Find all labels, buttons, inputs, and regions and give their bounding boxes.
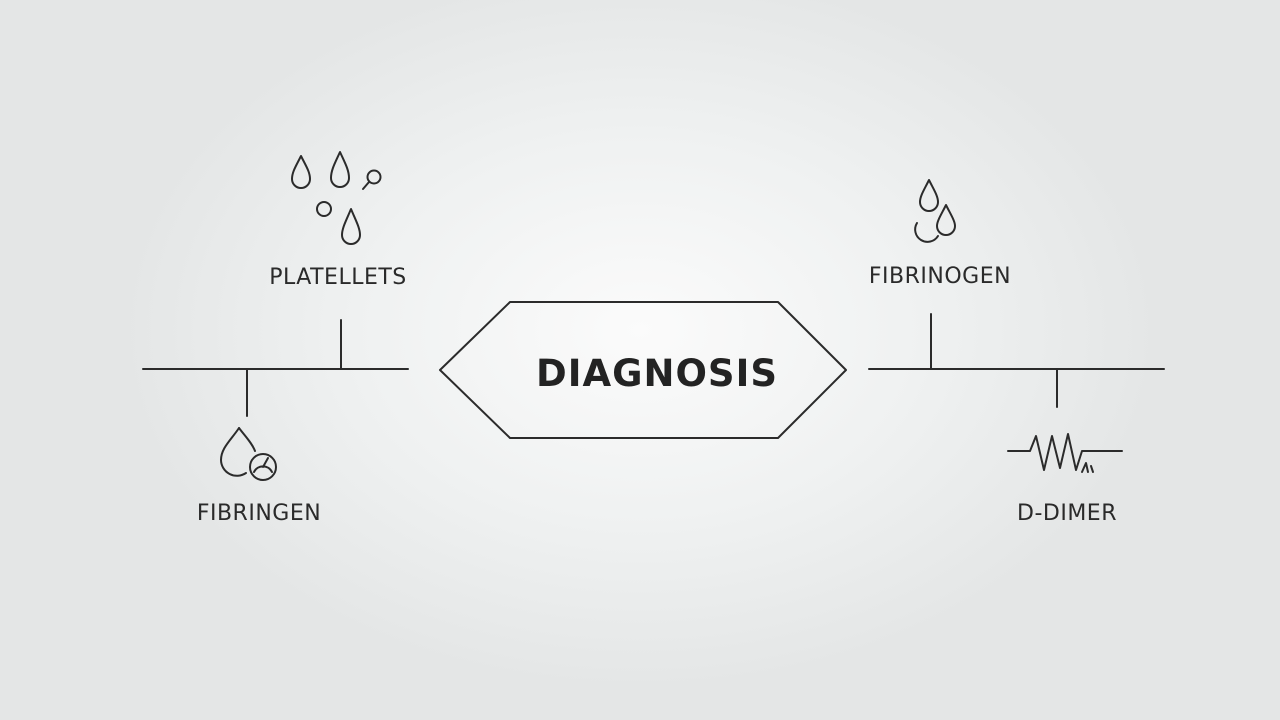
droplets-icon — [914, 179, 956, 243]
fibrinogen-label: FIBRINOGEN — [868, 264, 1012, 289]
fibringen-label: FIBRINGEN — [196, 501, 322, 526]
waveform-icon — [1007, 433, 1123, 473]
diagnosis-hexagon — [439, 301, 847, 439]
left-branch — [142, 319, 409, 417]
drop-with-gauge-icon — [220, 427, 277, 481]
droplets-icon — [291, 151, 382, 245]
diagnosis-title: DIAGNOSIS — [536, 352, 778, 395]
right-branch — [868, 313, 1165, 408]
platelets-label: PLATELLETS — [269, 265, 407, 290]
d-dimer-label: D-DIMER — [1017, 501, 1117, 526]
